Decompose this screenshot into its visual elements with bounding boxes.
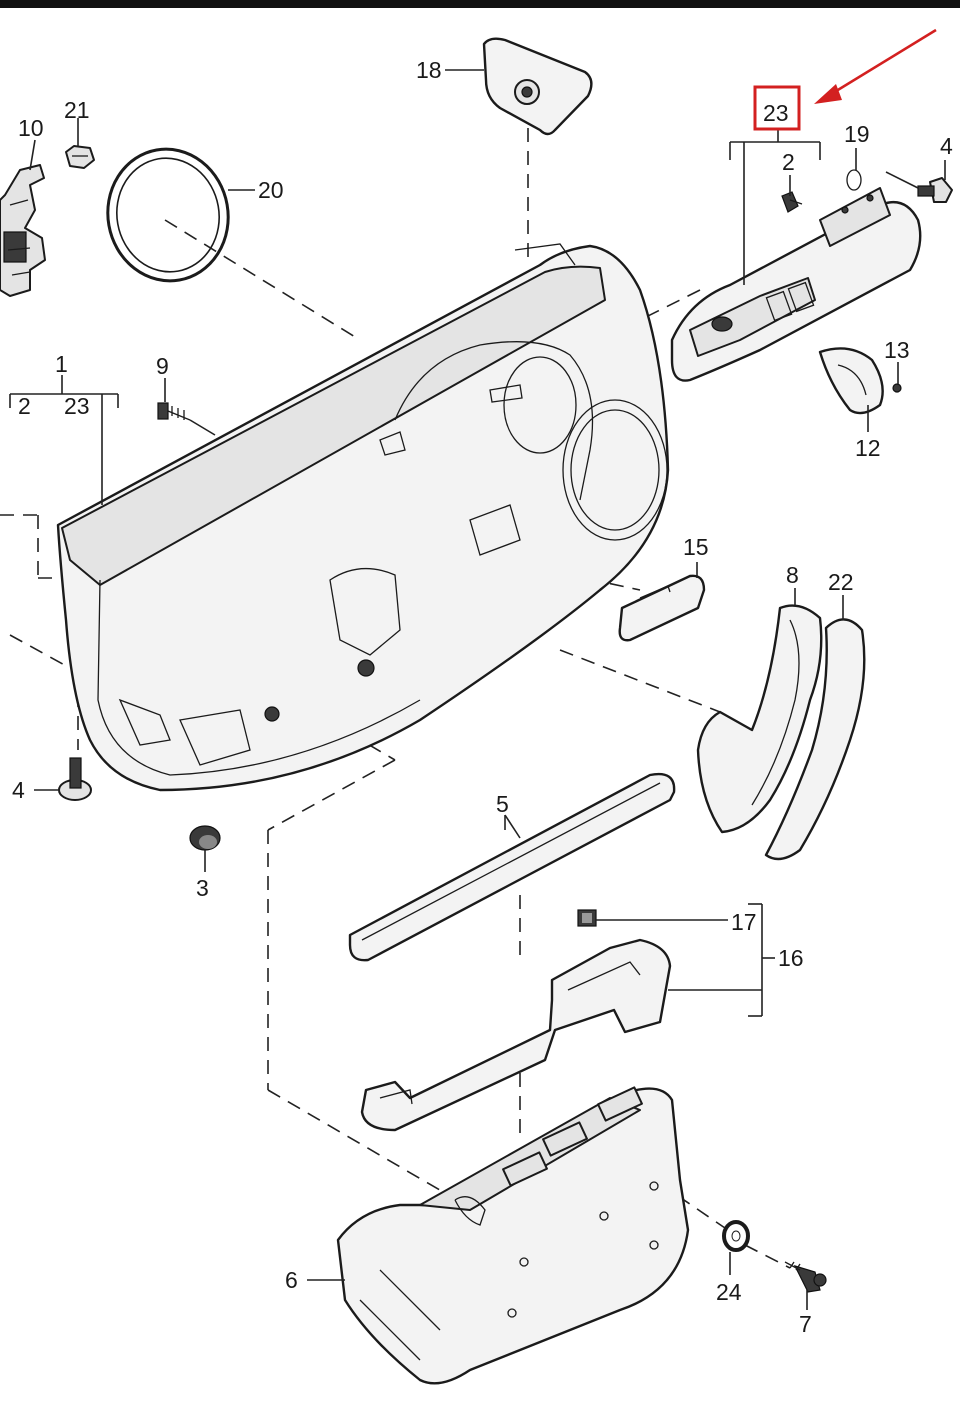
- label-2-left: 2: [18, 393, 31, 419]
- part-5-lid: [348, 772, 676, 962]
- label-2-right: 2: [782, 149, 795, 175]
- label-17: 17: [731, 909, 757, 935]
- label-22: 22: [828, 569, 854, 595]
- label-23-left: 23: [64, 393, 90, 419]
- highlight-box: [753, 85, 801, 131]
- highlight-annotation: [753, 28, 937, 131]
- label-7: 7: [799, 1311, 812, 1337]
- part-23-switch-panel: [670, 187, 922, 382]
- part-1-door-panel: [56, 243, 670, 792]
- label-4-right: 4: [940, 133, 953, 159]
- label-21: 21: [64, 97, 90, 123]
- part-2-clip: [781, 191, 803, 213]
- part-10-lock-mechanism: [0, 164, 46, 297]
- part-3-grommet: [189, 825, 221, 851]
- top-border: [0, 0, 960, 8]
- part-13-screw: [892, 383, 902, 393]
- leader-lines: [9, 69, 946, 1310]
- part-19-ring: [846, 169, 862, 191]
- label-8: 8: [786, 562, 799, 588]
- part-20-ring-seal: [106, 147, 230, 283]
- label-9: 9: [156, 353, 169, 379]
- part-24-washer: [722, 1220, 750, 1252]
- part-7-screw: [784, 1261, 827, 1293]
- part-9-screw: [157, 402, 216, 436]
- part-17-clip: [577, 909, 597, 927]
- label-6: 6: [285, 1267, 298, 1293]
- part-4-screw-right: [917, 177, 953, 203]
- part-12-grille: [818, 347, 884, 415]
- label-3: 3: [196, 875, 209, 901]
- label-4-left: 4: [12, 777, 25, 803]
- part-16-insert: [360, 938, 672, 1132]
- part-21-clip: [65, 145, 95, 169]
- label-5: 5: [496, 791, 509, 817]
- red-arrow: [827, 28, 937, 98]
- label-18: 18: [416, 57, 442, 83]
- part-6-door-pocket: [336, 1086, 690, 1385]
- label-19: 19: [844, 121, 870, 147]
- label-15: 15: [683, 534, 709, 560]
- label-20: 20: [258, 177, 284, 203]
- label-23-highlighted: 23: [763, 100, 789, 126]
- label-12: 12: [855, 435, 881, 461]
- part-22-trim: [764, 618, 866, 861]
- part-15-cover: [618, 574, 706, 642]
- label-24: 24: [716, 1279, 742, 1305]
- part-8-handle: [696, 604, 823, 834]
- label-10: 10: [18, 115, 44, 141]
- red-arrowhead: [814, 84, 842, 104]
- part-4-screw-left: [58, 757, 92, 801]
- part-labels: 18 21 10 20 23 2 19 4 13 12 1 2 23 9 15 …: [12, 57, 953, 1337]
- part-18-speaker-cover: [482, 37, 593, 136]
- label-13: 13: [884, 337, 910, 363]
- label-1: 1: [55, 351, 68, 377]
- label-16: 16: [778, 945, 804, 971]
